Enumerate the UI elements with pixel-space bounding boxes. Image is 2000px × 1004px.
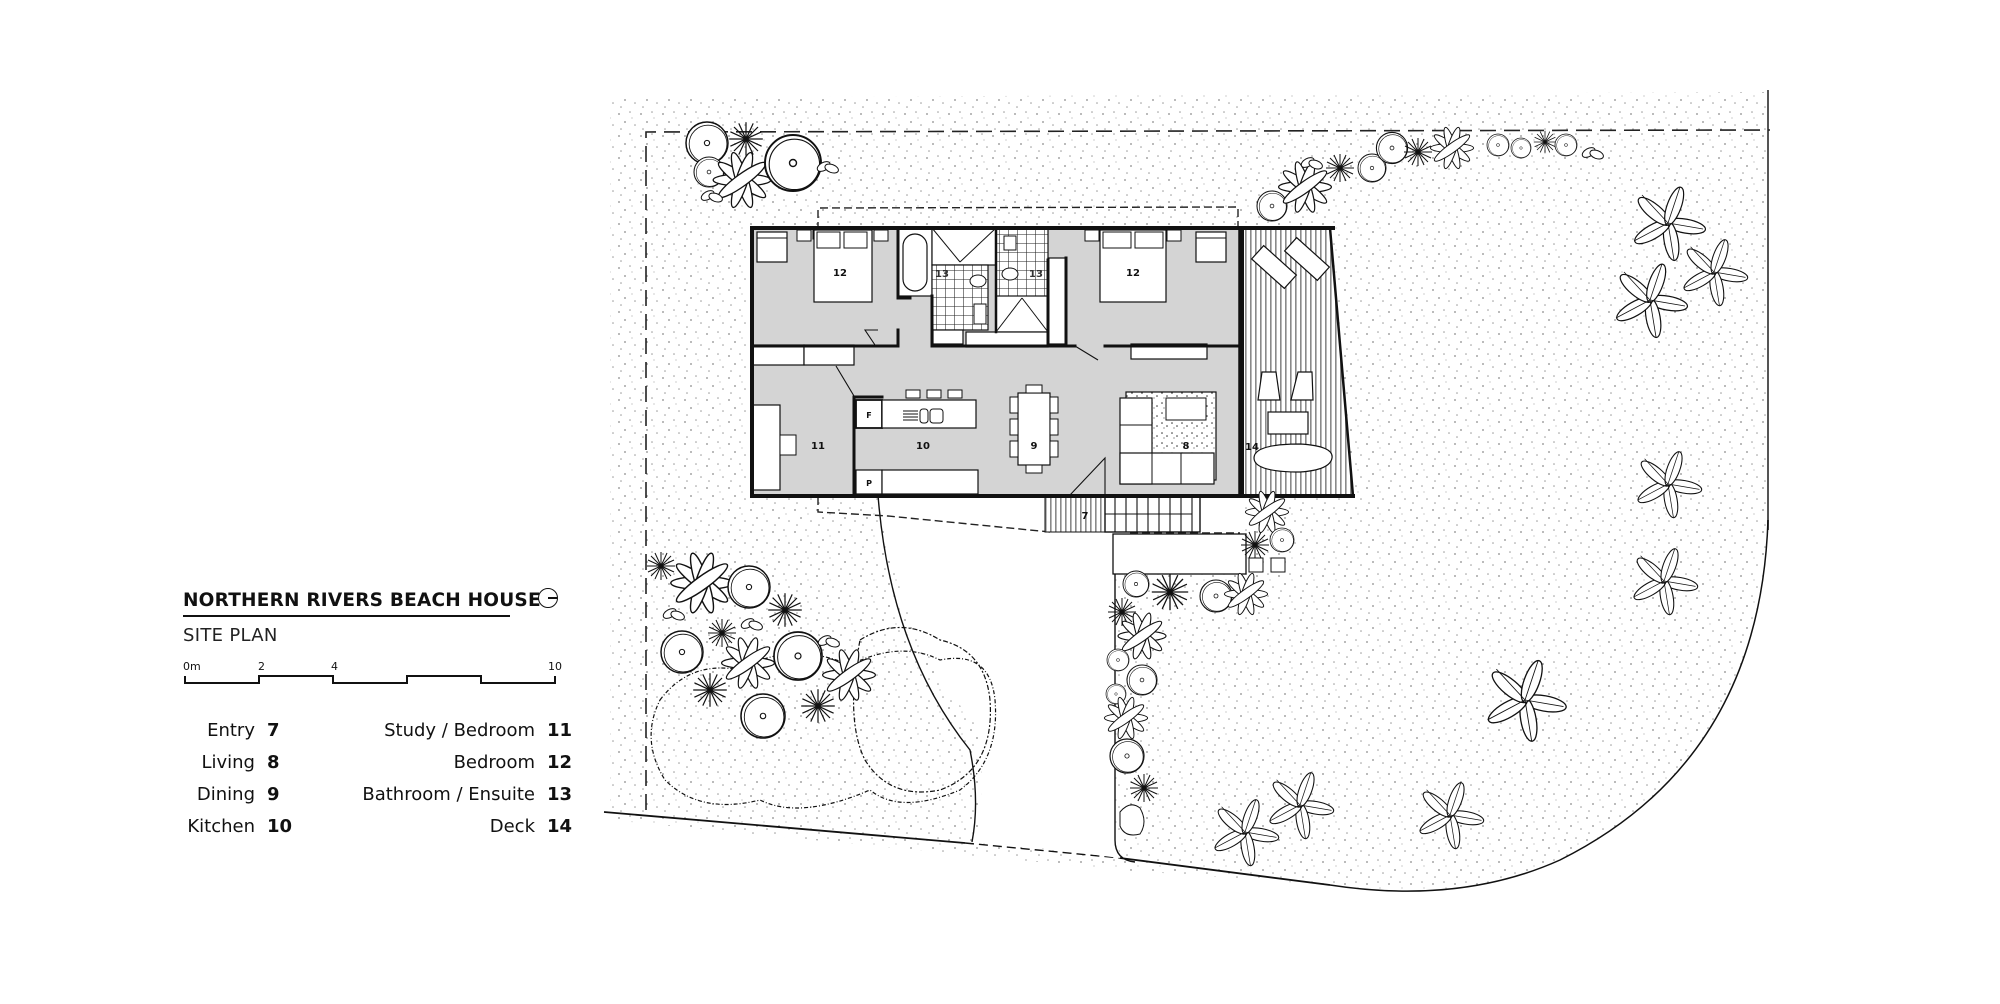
key-bedroom: Bedroom 12: [183, 750, 573, 774]
label-fridge: F: [866, 411, 871, 420]
key-label: Deck: [489, 815, 535, 837]
label-bedroom-right: 12: [1126, 268, 1140, 279]
label-ensuite-left: 13: [935, 269, 949, 280]
key-number: 14: [547, 815, 573, 837]
title-underline: [183, 615, 510, 617]
planting-drive-bed: [1103, 570, 1269, 836]
key-number: 11: [547, 719, 573, 741]
label-living: 8: [1183, 441, 1190, 452]
planting-left-garden: [646, 550, 997, 809]
label-bedroom-left: 12: [833, 268, 847, 279]
scale-bar-graphic: [184, 675, 556, 684]
scale-tick-10: 10: [548, 660, 562, 673]
key-number: 7: [267, 719, 280, 741]
key-label: Bathroom / Ensuite: [362, 783, 535, 805]
key-number: 10: [267, 815, 293, 837]
site-boundary-curve: [1329, 519, 1769, 892]
label-deck: 14: [1245, 442, 1259, 453]
key-label: Dining: [196, 783, 255, 805]
key-study-bedroom: Study / Bedroom 11: [183, 718, 573, 742]
key-entry: Entry 7: [183, 718, 293, 742]
label-study: 11: [811, 441, 825, 452]
key-number: 13: [547, 783, 573, 805]
legend-panel: NORTHERN RIVERS BEACH HOUSE SITE PLAN 0m…: [183, 588, 573, 838]
key-number: 9: [267, 783, 280, 805]
label-dining: 9: [1031, 441, 1038, 452]
key-dining: Dining 9: [183, 782, 293, 806]
key-kitchen: Kitchen 10: [183, 814, 293, 838]
entry-porch: [1044, 495, 1106, 533]
key-label: Bedroom: [453, 751, 535, 773]
north-arrow-icon: [538, 588, 558, 608]
drawing-subtitle: SITE PLAN: [183, 625, 278, 646]
label-ensuite-right: 13: [1029, 269, 1043, 280]
planting-deck-bottom: [1240, 489, 1295, 573]
scale-tick-0: 0m: [183, 660, 201, 673]
room-key: Entry 7 Living 8 Dining 9 Kitchen 10 Stu…: [183, 718, 573, 838]
label-entry: 7: [1082, 511, 1089, 522]
scale-bar: 0m 2 4 10: [183, 660, 573, 690]
key-bathroom-ensuite: Bathroom / Ensuite 13: [183, 782, 573, 806]
key-label: Kitchen: [187, 815, 255, 837]
key-living: Living 8: [183, 750, 293, 774]
scale-tick-4: 4: [331, 660, 338, 673]
dashed-property-line: [645, 129, 1771, 810]
key-number: 12: [547, 751, 573, 773]
drawing-title: NORTHERN RIVERS BEACH HOUSE: [183, 590, 541, 611]
key-number: 8: [267, 751, 280, 773]
key-label: Entry: [207, 719, 255, 741]
label-pantry: P: [866, 479, 872, 488]
label-kitchen: 10: [916, 441, 930, 452]
key-deck: Deck 14: [183, 814, 573, 838]
scale-tick-2: 2: [258, 660, 265, 673]
site-boundary-bottom: [603, 811, 966, 844]
driveway: [878, 495, 1245, 858]
key-label: Living: [201, 751, 255, 773]
key-label: Study / Bedroom: [384, 719, 535, 741]
